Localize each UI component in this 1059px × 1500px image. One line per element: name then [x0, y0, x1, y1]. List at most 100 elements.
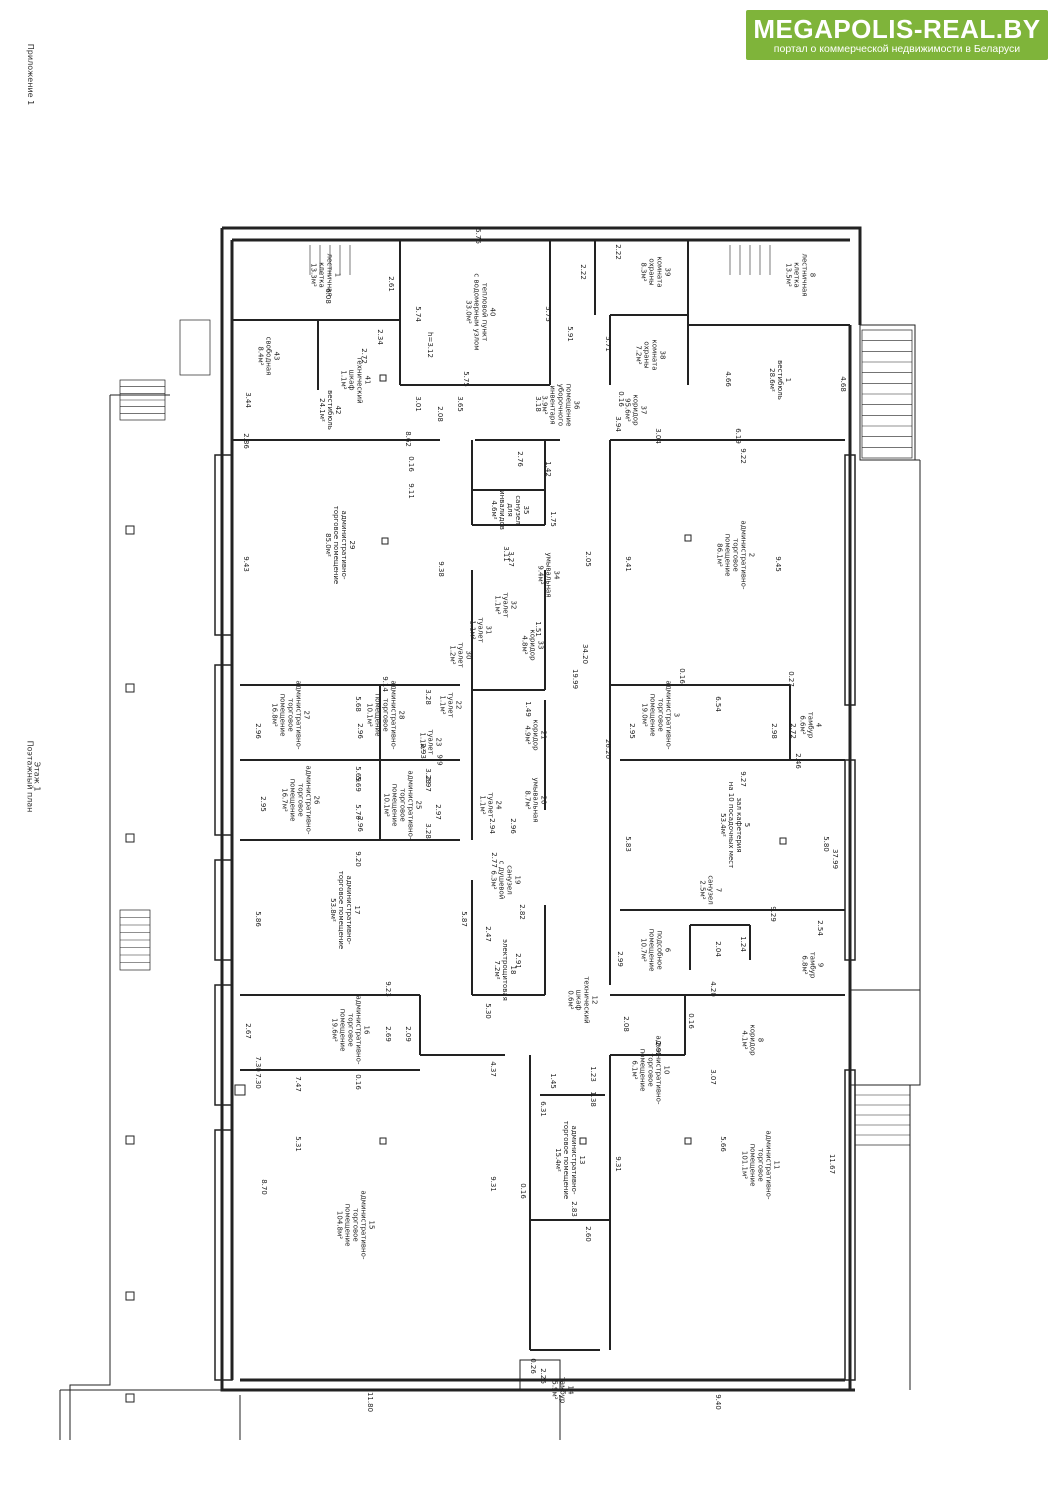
dimension-label: 2.83	[569, 1201, 578, 1217]
dimension-label: 2.34	[375, 329, 384, 345]
interior-walls	[232, 240, 850, 1351]
dimension-label: 3.01	[413, 396, 422, 412]
room-label: 14 тамбур 5.9м²	[549, 1376, 574, 1404]
dimension-label: 9.9	[435, 754, 444, 766]
dimension-label: 3.28	[423, 823, 432, 839]
room-label: 8 коридор 4.1м²	[740, 1024, 765, 1056]
dimension-label: 4.68	[838, 376, 847, 392]
dimension-label: 2.77	[489, 852, 498, 868]
dimension-label: 3.65	[455, 396, 464, 412]
dimension-label: 3.07	[708, 1069, 717, 1085]
dimension-label: 1.24	[738, 936, 747, 952]
room-label: 25 административно- торговое помещение 1…	[381, 770, 422, 840]
dimension-label: 2.67	[243, 1023, 252, 1039]
dimension-label: 1.75	[548, 511, 557, 527]
dimension-label: 2.99	[615, 951, 624, 967]
dimension-label: 0.26	[528, 1358, 537, 1374]
dimension-label: 3.44	[243, 392, 252, 408]
dimension-label: 2.82	[517, 904, 526, 920]
dimension-label: 9.40	[713, 1394, 722, 1410]
dimension-label: 1.42	[543, 461, 552, 477]
dimension-label: 2.46	[793, 753, 802, 769]
room-label: 24 туалет 1.1м²	[478, 792, 503, 818]
dimension-label: 2.86	[241, 433, 250, 449]
dimension-label: 2.61	[386, 276, 395, 292]
dimension-label: 1.38	[588, 1091, 597, 1107]
dimension-label: 9.20	[353, 851, 362, 867]
room-label: 10 административно- торговое помещение 6…	[629, 1035, 670, 1105]
room-label: 36 помещение уборочного инвентаря 3.9м²	[539, 383, 580, 427]
dimension-label: 3.28	[423, 689, 432, 705]
room-label: 11 административно- торговое помещение 1…	[739, 1130, 780, 1200]
dimension-label: 2.93	[418, 743, 427, 759]
dimension-label: 9.43	[241, 556, 250, 572]
dimension-label: 4.37	[488, 1061, 497, 1077]
dimension-label: 8.62	[403, 431, 412, 447]
dimension-label: 2.96	[355, 816, 364, 832]
dimension-label: 5.69	[353, 776, 362, 792]
dimension-label: 3.28	[423, 768, 432, 784]
dimension-label: 11.67	[828, 1153, 837, 1175]
dimension-label: 2.22	[578, 264, 587, 280]
dimension-label: 2.95	[258, 796, 267, 812]
room-label: 29 административно- торговое помещение 8…	[324, 505, 357, 585]
dimension-label: 7.30	[253, 1073, 262, 1089]
dimension-label: 0.27	[786, 671, 795, 687]
dimension-label: 2.91	[513, 953, 522, 969]
room-label: 20 умывальная 8.7м²	[523, 777, 548, 823]
dimension-label: 9.38	[436, 561, 445, 577]
room-label: 42 вестибюль 24.1м²	[317, 390, 342, 430]
room-label: 2 административно- торговое помещение 86…	[714, 520, 755, 590]
room-label: 27 административно- торговое помещение 1…	[269, 680, 310, 750]
dimension-label: 5.76	[473, 228, 482, 244]
dimension-label: 5.80	[821, 836, 830, 852]
room-label: 38 комната охраны 7.2м²	[634, 339, 667, 371]
room-label: 6 подсобное помещение 10.7м²	[638, 928, 671, 972]
dimension-label: 2.95	[627, 723, 636, 739]
dimension-label: 26.20	[604, 738, 613, 760]
dimension-label: 5.30	[483, 1003, 492, 1019]
room-label: 7 санузел 2.5м²	[698, 875, 723, 905]
room-label: 43 свободная 8.4м²	[255, 336, 280, 376]
dimension-label: 2.47	[483, 926, 492, 942]
dimension-label: 0.16	[406, 456, 415, 472]
room-label: 15 административно- торговое помещение 1…	[334, 1190, 375, 1260]
dimension-label: 5.31	[293, 1136, 302, 1152]
room-label: 30 туалет 1.2м²	[448, 642, 473, 668]
dimension-label: 2.96	[508, 818, 517, 834]
dimension-label: 9.27	[738, 771, 747, 787]
dimension-label: 2.08	[621, 1016, 630, 1032]
dimension-label: 11.80	[366, 1391, 375, 1413]
dimension-label: 9.14	[380, 676, 389, 692]
room-label: 12 технический шкаф 0.6м²	[566, 976, 599, 1024]
dimension-label: 5.86	[253, 911, 262, 927]
dimension-label: 5.75	[543, 306, 552, 322]
dimension-label: 2.26	[538, 1368, 547, 1384]
dimension-label: 2.22	[613, 244, 622, 260]
dimension-label: 5.83	[623, 836, 632, 852]
dimension-label: 2.05	[583, 551, 592, 567]
windows-left	[214, 454, 233, 1381]
dimension-label: 2.08	[435, 406, 444, 422]
dimension-label: 2.72	[788, 723, 797, 739]
room-label: 18 электрощитовая 7.2м²	[492, 939, 517, 1001]
room-label: 17 административно- торговое помещение 5…	[329, 870, 362, 950]
dimension-label: 2.97	[433, 804, 442, 820]
dimension-label: 7.30	[253, 1056, 262, 1072]
dimension-label: 8.70	[259, 1179, 268, 1195]
dimension-label: 2.72	[359, 348, 368, 364]
room-label: 40 тепловой пункт с водомерным узлом 33.…	[464, 273, 497, 351]
dimension-label: 0.16	[677, 668, 686, 684]
room-label: 1 вестибюль 28.6м²	[767, 360, 792, 400]
megapolis-logo[interactable]: MEGAPOLIS-REAL.BY портал о коммерческой …	[746, 10, 1048, 60]
room-label: 22 туалет 1.1м²	[438, 692, 463, 718]
dimension-label: 2.69	[383, 1026, 392, 1042]
dimension-label: 0.16	[616, 391, 625, 407]
dimension-label: 5.91	[565, 326, 574, 342]
dimension-label: 0.16	[518, 1183, 527, 1199]
dimension-label: 9.23	[383, 981, 392, 997]
dimension-label: 1.23	[588, 1066, 597, 1082]
dimension-label: 4.66	[723, 371, 732, 387]
dimension-label: 3.94	[613, 416, 622, 432]
